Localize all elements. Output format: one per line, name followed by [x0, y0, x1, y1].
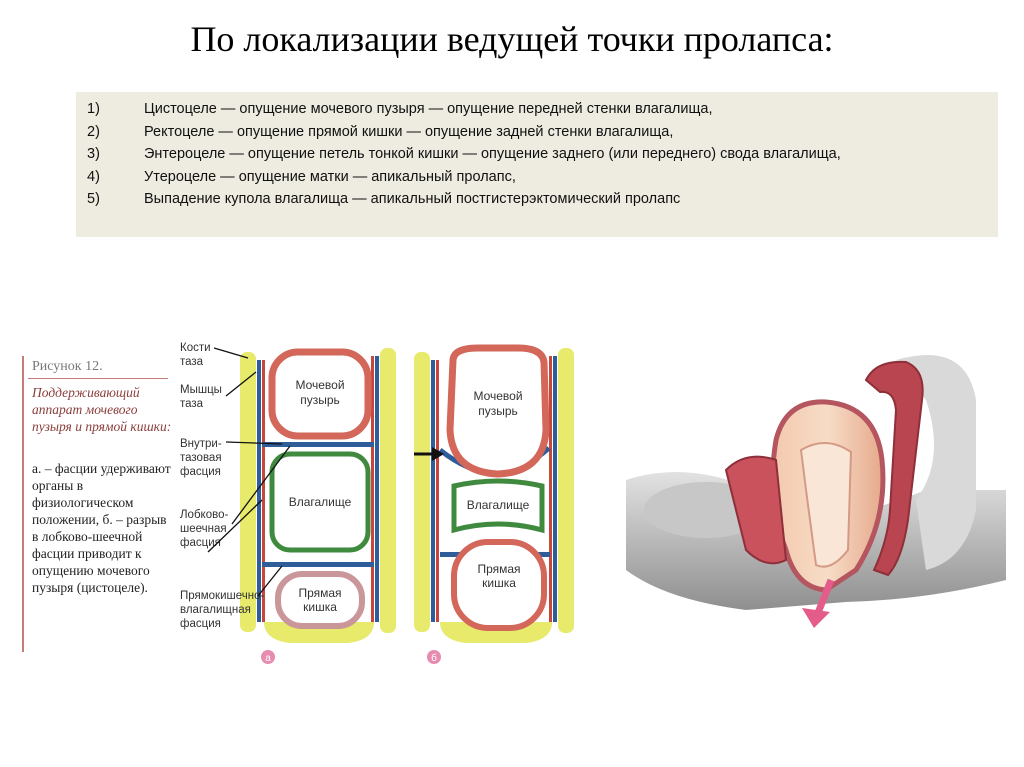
slide-title: По локализации ведущей точки пролапса: [190, 19, 834, 59]
list-item-number: 3) [87, 146, 100, 162]
list-item: 1) Цистоцеле — опущение мочевого пузыря —… [76, 98, 998, 121]
panel-b-label: б [431, 652, 437, 664]
right-pelvic-bone-b [558, 348, 574, 633]
vagina-label-a: Влагалище [289, 495, 352, 509]
vagina-shape [269, 451, 371, 553]
right-pelvic-muscle [375, 356, 379, 622]
bladder-label-b: Мочевой [473, 389, 522, 403]
list-item-text: Утероцеле — опущение матки — апикальный … [144, 168, 516, 185]
rectum-shape [275, 571, 365, 629]
rectovaginal-fascia-label: Прямокишечно- [180, 590, 264, 602]
panel-a-label: а [265, 653, 271, 664]
figure-number: Рисунок 12. [32, 359, 103, 374]
right-pelvic-muscle-b [553, 356, 557, 622]
left-fascia-b [436, 360, 439, 622]
figure-title: Поддерживающий аппарат мочевого пузыря и… [32, 385, 172, 434]
rectum-tube [864, 360, 924, 577]
rectum-label-a-2: кишка [303, 600, 337, 614]
bones-label: Кости [180, 342, 211, 354]
caption-divider [28, 378, 168, 379]
rectum-label-b-2: кишка [482, 576, 516, 590]
pubocervical-fascia-label-2: шеечная [180, 523, 227, 535]
pubocervical-fascia-label-3: фасция [180, 537, 221, 549]
left-pelvic-muscle [257, 360, 261, 622]
right-fascia-b [549, 356, 552, 622]
compressed-vagina-shape [451, 478, 545, 534]
pelvic-support-diagram: Мочевой пузырь Влагалище Прямая кишка Ко… [180, 342, 574, 664]
rectum-label-b: Прямая [477, 562, 520, 576]
bones-label-2: таза [180, 356, 204, 368]
endopelvic-fascia-label: Внутри- [180, 438, 222, 450]
bladder-label-a-2: пузырь [300, 393, 340, 407]
list-item-text: Цистоцеле — опущение мочевого пузыря — о… [144, 101, 713, 117]
muscles-label: Мышцы [180, 384, 222, 396]
uterine-cavity [799, 442, 853, 568]
list-item-number: 4) [87, 168, 100, 185]
rectum-shape-b [451, 539, 547, 631]
panel-b-illustration: Мочевой пузырь Влагалище Прямая кишка б [414, 344, 574, 664]
uterine-prolapse-illustration [626, 355, 1006, 628]
bladder-shape [268, 348, 372, 440]
endopelvic-fascia-label-3: фасция [180, 466, 221, 478]
caption-accent-bar [22, 356, 24, 652]
pubocervical-fascia-band [262, 442, 374, 447]
list-item-text: Выпадение купола влагалища — апикальный … [144, 191, 681, 207]
bladder-label-b-2: пузырь [478, 404, 518, 418]
panel-a-illustration: Мочевой пузырь Влагалище Прямая кишка Ко… [180, 342, 396, 664]
sacrum-tissue [896, 355, 976, 570]
rectum-label-a: Прямая [298, 586, 341, 600]
vagina-label-b: Влагалище [467, 498, 530, 512]
rectovaginal-fascia-band [262, 562, 374, 567]
left-pelvic-bone-b [414, 352, 430, 632]
figure-description: а. – фасции удерживают органы в физиолог… [32, 461, 171, 595]
list-item-text: Ректоцеле — опущение прямой кишки — опущ… [144, 123, 674, 140]
list-item: 2) Ректоцеле — опущение прямой кишки — оп… [76, 121, 998, 144]
list-item: 5) Выпадение купола влагалища — апикальны… [76, 188, 998, 211]
right-fascia [371, 356, 374, 622]
prolapse-arrow-head [802, 608, 830, 628]
left-fascia [262, 360, 265, 622]
list-item: 4) Утероцеле — опущение матки — апикальн… [76, 166, 998, 189]
prolapsed-bladder-shape [446, 344, 550, 478]
left-pelvic-muscle-b [431, 360, 435, 622]
left-pelvic-bone [240, 352, 256, 632]
cystocele-arrow-head [432, 447, 444, 461]
list-item: 3) Энтероцеле — опущение петель тонкой к… [76, 143, 998, 166]
list-item-number: 5) [87, 191, 100, 207]
bladder-label-a: Мочевой [295, 378, 344, 392]
panel-b-marker [427, 650, 441, 664]
vaginal-wall [724, 455, 788, 565]
list-item-number: 2) [87, 123, 100, 140]
panel-a-marker [261, 650, 275, 664]
right-pelvic-bone [380, 348, 396, 633]
rectovaginal-fascia-label-2: влагалищная [180, 604, 251, 616]
prolapse-list-box: 1) Цистоцеле — опущение мочевого пузыря —… [76, 92, 998, 237]
rectovaginal-fascia-label-3: фасция [180, 618, 221, 630]
endopelvic-fascia-label-2: тазовая [180, 452, 222, 464]
pubocervical-fascia-label: Лобково- [180, 509, 228, 521]
list-item-number: 1) [87, 101, 100, 117]
label-pointer-lines [207, 347, 291, 597]
muscles-label-2: таза [180, 398, 204, 410]
list-item-text: Энтероцеле — опущение петель тонкой кишк… [144, 146, 841, 162]
